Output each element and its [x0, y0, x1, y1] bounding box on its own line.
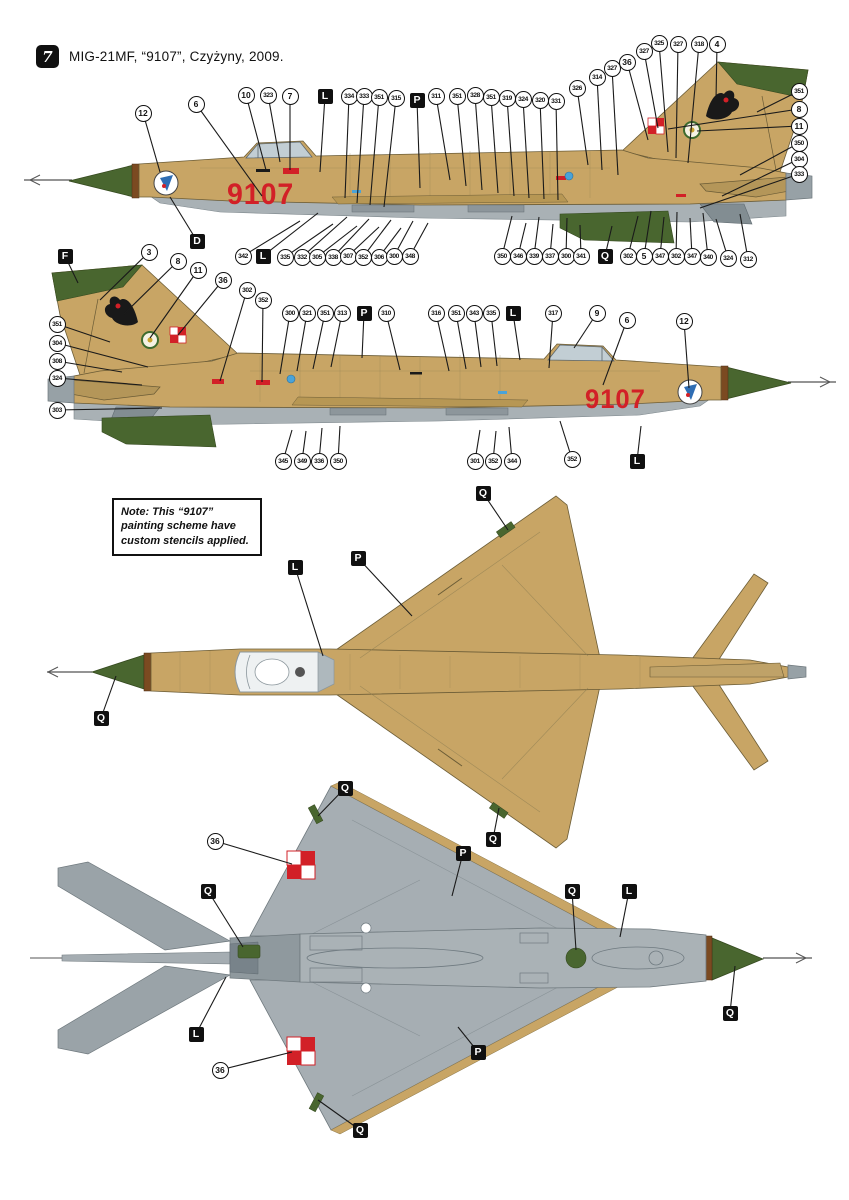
- side-view-nose-right-art: [47, 264, 836, 448]
- stencil-dash: [410, 372, 422, 375]
- pitot-arrow-icon: [28, 174, 41, 186]
- checkerboard-insignia: [647, 117, 665, 135]
- note-box: Note: This “9107” painting scheme have c…: [112, 498, 262, 556]
- wing-probe: [437, 577, 463, 596]
- checkerboard-insignia: [169, 326, 187, 344]
- wing-edge: [291, 396, 529, 408]
- exhaust: [47, 375, 75, 404]
- page-title: MIG-21MF, “9107”, Czyżyny, 2009.: [69, 49, 284, 64]
- fin-projection: [61, 951, 231, 965]
- squadron-badge-dot: [162, 184, 166, 188]
- anniversary-roundel-center: [147, 337, 153, 343]
- nose-cone: [68, 164, 135, 198]
- stencil-dash-red: [556, 176, 566, 180]
- headrest: [295, 667, 305, 677]
- green-circle-panel: [565, 947, 587, 969]
- nose-cone: [711, 937, 765, 981]
- nose-ring: [131, 163, 140, 199]
- nose-gear-bay: [591, 946, 685, 970]
- light-port: [360, 982, 372, 994]
- exhaust: [785, 172, 813, 201]
- centerline-tank: [306, 947, 484, 969]
- panel-lines: [250, 355, 660, 403]
- stencil-dash-blue: [352, 190, 361, 193]
- speed-brake: [519, 972, 549, 984]
- far-wing-green: [101, 414, 217, 448]
- top-view-art: [46, 495, 807, 849]
- scheme-number-badge: 7: [36, 45, 59, 68]
- pitot-arrow-icon: [795, 952, 808, 964]
- cockpit-opening: [254, 658, 290, 686]
- underwing-rail: [445, 407, 509, 416]
- canopy-aft-deck: [317, 651, 335, 693]
- wing-probe: [437, 748, 463, 767]
- speed-brake: [519, 932, 549, 944]
- stencil-dash: [256, 169, 270, 172]
- fuselage: [299, 927, 707, 989]
- anniversary-roundel-center: [689, 127, 695, 133]
- side-view-nose-left-art: [24, 61, 813, 244]
- underwing-rail: [329, 407, 387, 416]
- gear-bay: [309, 935, 363, 951]
- aircraft-code-side-1: 9107: [227, 178, 295, 211]
- tailplane-lower: [57, 965, 232, 1055]
- bottom-view-art: [30, 781, 812, 1135]
- exhaust: [787, 664, 807, 680]
- eagle-emblem-accent: [723, 97, 729, 103]
- tailplane-right: [691, 679, 769, 771]
- panel-lines: [179, 651, 641, 692]
- wing-left: [331, 495, 601, 659]
- eagle-emblem-accent: [115, 303, 121, 309]
- tailplane-upper: [57, 861, 232, 951]
- stencil-dash-red: [256, 380, 270, 385]
- stencil-dash-red: [676, 194, 686, 197]
- far-wing-green: [559, 210, 675, 244]
- blue-intake-dot: [286, 374, 296, 384]
- fin-spine: [649, 662, 785, 678]
- nose-gear-well: [648, 950, 664, 966]
- squadron-badge-bird: [160, 175, 173, 191]
- pitot-arrow-icon: [46, 666, 59, 678]
- squadron-badge-dot: [686, 393, 690, 397]
- stencil-dash-red: [283, 168, 299, 174]
- light-port: [360, 922, 372, 934]
- checkerboard-insignia: [286, 850, 316, 880]
- nose-ring: [143, 652, 152, 692]
- stencil-dash-blue: [498, 391, 507, 394]
- note-text: Note: This “9107” painting scheme have c…: [121, 506, 249, 547]
- blue-intake-dot: [564, 171, 574, 181]
- aircraft-code-side-2: 9107: [585, 384, 646, 414]
- scheme-number: 7: [42, 47, 53, 66]
- header: 7 MIG-21MF, “9107”, Czyżyny, 2009.: [36, 45, 284, 68]
- underwing-rail: [467, 204, 525, 213]
- nose-cone: [90, 654, 145, 690]
- nose-ring: [720, 365, 729, 401]
- stencil-dash-red: [212, 379, 224, 384]
- underwing-rail: [351, 204, 415, 213]
- pitot-arrow-icon: [819, 376, 832, 388]
- checkerboard-insignia: [286, 1036, 316, 1066]
- gear-bay: [309, 967, 363, 983]
- windscreen-frame: [246, 654, 251, 690]
- green-panel: [237, 944, 261, 959]
- nose-cone: [725, 366, 792, 400]
- tailplane-left: [691, 573, 769, 665]
- wing-lines: [359, 531, 589, 813]
